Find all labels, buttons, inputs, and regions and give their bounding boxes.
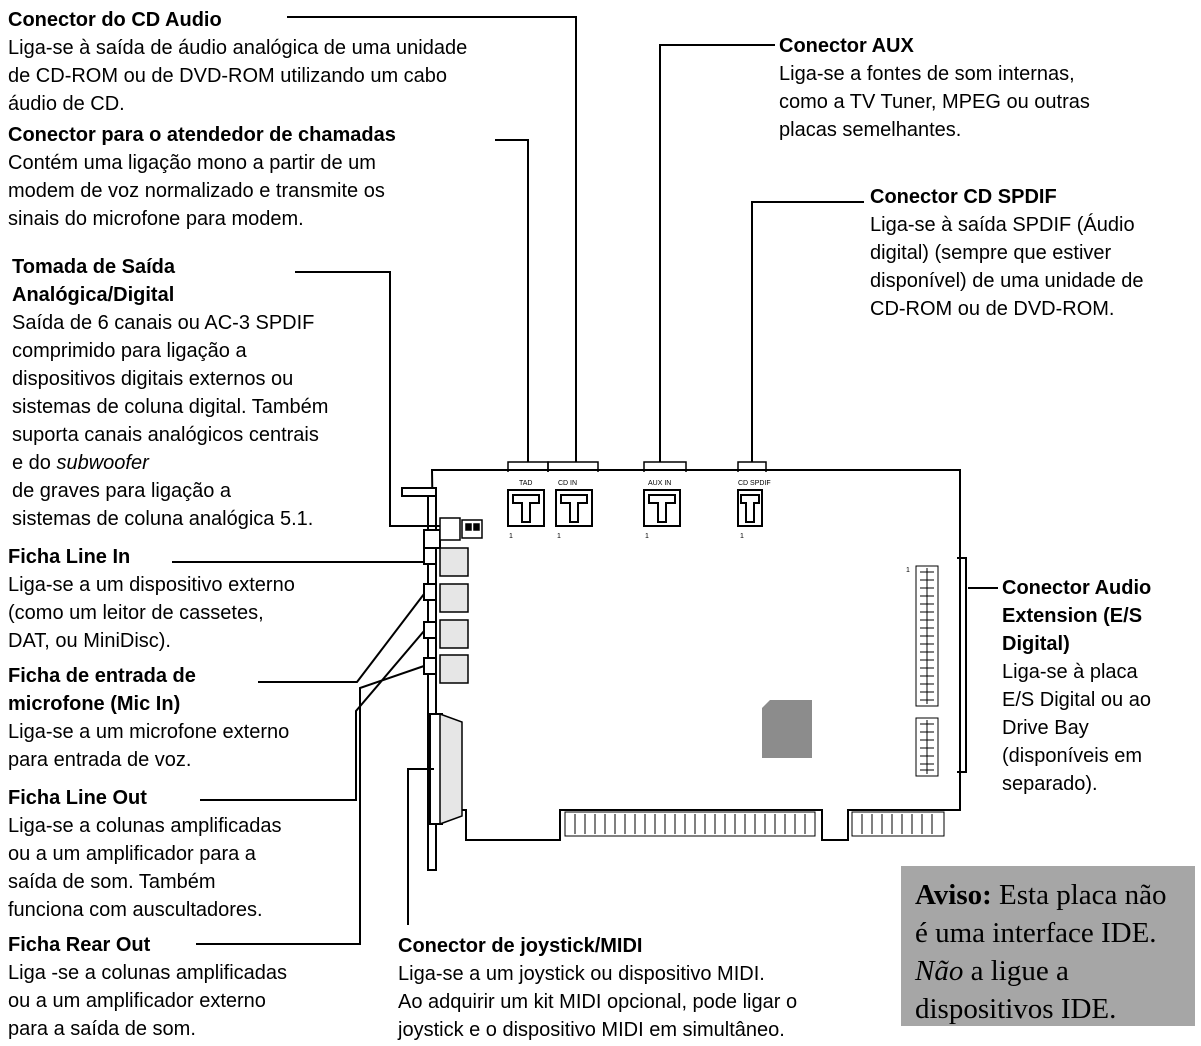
mic-in-annotation: Ficha de entrada de microfone (Mic In) L… (8, 662, 388, 774)
spdif-out-jack (439, 517, 483, 541)
leader-cd-audio (287, 16, 577, 462)
aux-in-pin1-label: 1 (645, 533, 649, 540)
leader-line-out (200, 630, 425, 801)
warning-line-4: dispositivos IDE. (915, 993, 1117, 1025)
warning-line-2: é uma interface IDE. (915, 917, 1157, 949)
warning-text-1: Esta placa não (991, 879, 1167, 911)
cd-in-board-label: CD IN (558, 480, 577, 487)
line-out-title: Ficha Line Out (8, 787, 147, 809)
leader-mic-in (258, 593, 425, 683)
tad-description: Contém uma ligação mono a partir de um m… (8, 152, 385, 230)
line-in-title: Ficha Line In (8, 546, 131, 568)
spdif-out-title-line-1: Tomada de Saída (12, 256, 176, 278)
spdif-out-description-3: de graves para ligação a sistemas de col… (12, 480, 314, 530)
leader-spdif-out (295, 271, 440, 527)
audio-extension-annotation: Conector Audio Extension (E/S Digital) L… (1002, 574, 1200, 798)
aux-annotation: Conector AUX Liga-se a fontes de som int… (779, 32, 1199, 144)
mic-in-description: Liga-se a um microfone externo para entr… (8, 721, 290, 771)
audio-ext-pin1-label: 1 (906, 567, 910, 574)
leader-tad (495, 139, 529, 462)
sound-card-board (430, 469, 961, 841)
spdif-out-description-2: e do subwoofer (12, 449, 402, 477)
leader-cd-spdif (751, 201, 864, 462)
line-out-description: Liga-se a colunas amplificadas ou a um a… (8, 815, 282, 921)
leader-aux (659, 44, 775, 462)
edge-connector-fingers (564, 811, 945, 837)
aux-title: Conector AUX (779, 35, 914, 57)
warning-label: Aviso: (915, 879, 992, 911)
spdif-out-title-line-2: Analógica/Digital (12, 284, 175, 306)
spdif-out-description-2b: subwoofer (56, 452, 149, 474)
leader-joystick (407, 768, 434, 925)
rear-out-title: Ficha Rear Out (8, 934, 151, 956)
cd-spdif-connector: CD SPDIF 1 (737, 461, 771, 540)
warning-box: Aviso: Esta placa não é uma interface ID… (901, 866, 1195, 1026)
leader-rear-out (196, 665, 425, 945)
rear-out-description: Liga -se a colunas amplificadas ou a um … (8, 962, 288, 1040)
cd-audio-description: Liga-se à saída de áudio analógica de um… (8, 37, 468, 115)
mounting-bracket (401, 487, 443, 871)
warning-text-3: a ligue a (963, 955, 1069, 987)
spdif-out-description-2a: e do (12, 452, 57, 474)
warning-emphasis: Não (915, 955, 964, 987)
tad-annotation: Conector para o atendedor de chamadas Co… (8, 121, 528, 233)
mic-in-title-line-2: microfone (Mic In) (8, 693, 181, 715)
cd-spdif-description: Liga-se à saída SPDIF (Áudio digital) (s… (870, 214, 1144, 320)
tad-pin1-label: 1 (509, 533, 513, 540)
mic-in-title-line-1: Ficha de entrada de (8, 665, 196, 687)
line-out-annotation: Ficha Line Out Liga-se a colunas amplifi… (8, 784, 388, 924)
line-in-annotation: Ficha Line In Liga-se a um dispositivo e… (8, 543, 418, 655)
joystick-annotation: Conector de joystick/MIDI Liga-se a um j… (398, 932, 878, 1044)
cd-audio-title: Conector do CD Audio (8, 9, 222, 31)
aux-description: Liga-se a fontes de som internas, como a… (779, 63, 1090, 141)
cd-audio-annotation: Conector do CD Audio Liga-se à saída de … (8, 6, 568, 118)
audio-ext-title-line-2: Extension (E/S (1002, 605, 1143, 627)
cd-in-connector: CD IN 1 (547, 461, 599, 540)
joystick-title: Conector de joystick/MIDI (398, 935, 643, 957)
aux-in-connector: AUX IN 1 (643, 461, 687, 540)
joystick-midi-port (439, 712, 463, 826)
leader-audio-ext (957, 557, 998, 773)
rear-out-annotation: Ficha Rear Out Liga -se a colunas amplif… (8, 931, 388, 1043)
audio-extension-header: 1 (906, 565, 939, 777)
leader-lines (172, 16, 998, 945)
cd-spdif-pin1-label: 1 (740, 533, 744, 540)
aux-in-board-label: AUX IN (648, 480, 671, 487)
joystick-description: Liga-se a um joystick ou dispositivo MID… (398, 963, 798, 1041)
line-in-description: Liga-se a um dispositivo externo (como u… (8, 574, 295, 652)
tad-title: Conector para o atendedor de chamadas (8, 124, 396, 146)
cd-spdif-annotation: Conector CD SPDIF Liga-se à saída SPDIF … (870, 183, 1200, 323)
audio-jacks (439, 547, 469, 684)
warning-line-3: Não a ligue a (915, 952, 1183, 990)
cd-spdif-board-label: CD SPDIF (738, 480, 771, 487)
spdif-out-annotation: Tomada de Saída Analógica/Digital Saída … (12, 253, 402, 533)
cd-spdif-title: Conector CD SPDIF (870, 186, 1057, 208)
audio-ext-title-line-1: Conector Audio (1002, 577, 1152, 599)
audio-ext-title-line-3: Digital) (1002, 633, 1070, 655)
spdif-out-description-1: Saída de 6 canais ou AC-3 SPDIF comprimi… (12, 312, 329, 446)
chip (762, 700, 812, 758)
warning-line-1: Aviso: Esta placa não (915, 876, 1183, 914)
audio-ext-description: Liga-se à placa E/S Digital ou ao Drive … (1002, 661, 1151, 795)
tad-board-label: TAD (519, 480, 532, 487)
cd-in-pin1-label: 1 (557, 533, 561, 540)
